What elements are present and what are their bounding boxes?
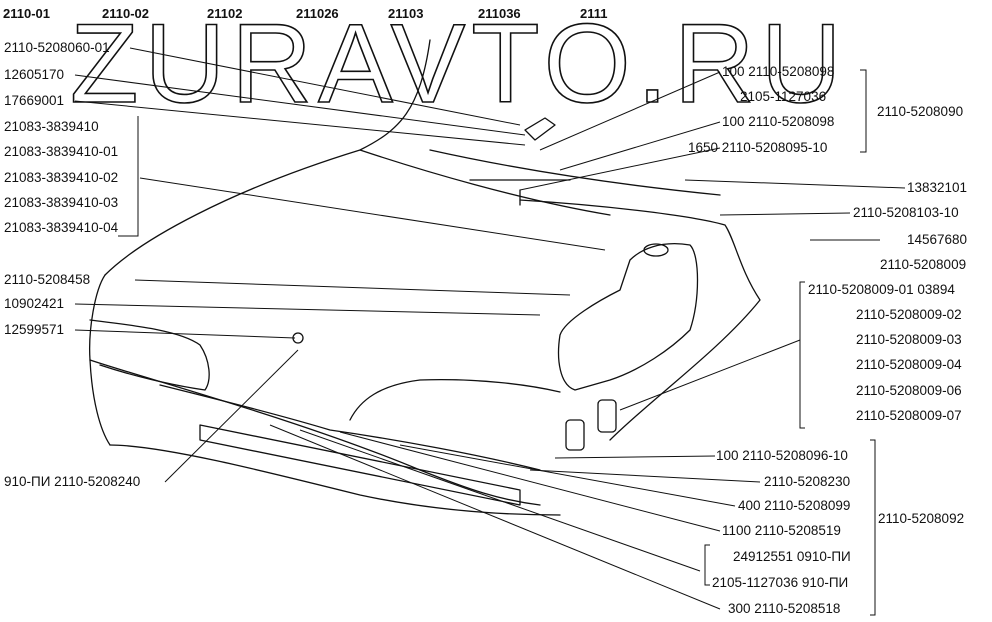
model-2110-01: 2110-01 [3,6,50,21]
headlight-left [89,319,210,391]
headlight-right [349,379,561,421]
part-label: 2110-5208009 [880,257,967,272]
pump-right [597,399,617,433]
part-label: 1100 2110-5208519 [722,523,841,538]
cowl-nozzle [524,117,556,141]
part-label: 2110-5208009-06 [856,383,962,398]
leader-lines [74,47,906,616]
group-label: 2110-5208090 [877,104,964,119]
hood-outline [104,39,431,276]
part-label: 2110-5208009-04 [856,357,962,372]
part-label: 21083-3839410-03 [4,195,119,210]
model-2111: 2111 [580,6,608,21]
part-label: 100 2110-5208098 [722,64,835,79]
pump-left [565,419,585,451]
bumper-upper [89,359,541,506]
part-label: 2110-5208103-10 [853,205,959,220]
model-21103: 21103 [388,6,424,21]
bumper-lower [109,444,561,516]
part-label: 21083-3839410-02 [4,170,119,185]
part-label: 300 2110-5208518 [728,601,841,616]
part-label: 2110-5208009-03 [856,332,962,347]
part-label: 2110-5208009-02 [856,307,962,322]
model-211026: 211026 [296,6,339,21]
hose-front [159,384,541,471]
part-label: 2110-5208009-01 03894 [808,282,955,297]
part-label: 2110-5208458 [4,272,91,287]
hood-front-edge [89,274,111,446]
part-label: 24912551 0910-ПИ [733,549,851,564]
part-label: 2110-5208009-07 [856,408,962,423]
part-label: 21083-3839410 [4,119,99,134]
part-label: 12605170 [4,67,65,82]
part-label: 13832101 [907,180,968,195]
grille [199,424,521,506]
model-211036: 211036 [478,6,521,21]
hood-crease [359,149,611,216]
model-21102: 21102 [207,6,243,21]
hose-rear [519,199,761,441]
part-label: 100 2110-5208098 [722,114,835,129]
part-label: 17669001 [4,93,65,108]
part-label: 100 2110-5208096-10 [716,448,848,463]
part-label: 2105-1127036 [740,89,827,104]
part-label: 2105-1127036 910-ПИ [712,575,849,590]
part-label: 10902421 [4,296,65,311]
hose-windshield [469,179,571,206]
part-label: 12599571 [4,322,65,337]
windshield-line [429,149,721,196]
part-label: 21083-3839410-01 [4,144,119,159]
washer-tank [557,243,699,391]
tank-cap [643,243,669,257]
part-label: 400 2110-5208099 [738,498,851,513]
part-label: 14567680 [907,232,968,247]
group-label: 2110-5208092 [878,511,965,526]
part-label: 2110-5208060-01 [4,40,110,55]
part-label: 2110-5208230 [764,474,851,489]
part-label: 1650 2110-5208095-10 [688,140,828,155]
part-label: 21083-3839410-04 [4,220,119,235]
watermark: ZURAVTO.RU [69,1,848,126]
part-label: 910-ПИ 2110-5208240 [4,474,141,489]
model-2110-02: 2110-02 [102,6,149,21]
